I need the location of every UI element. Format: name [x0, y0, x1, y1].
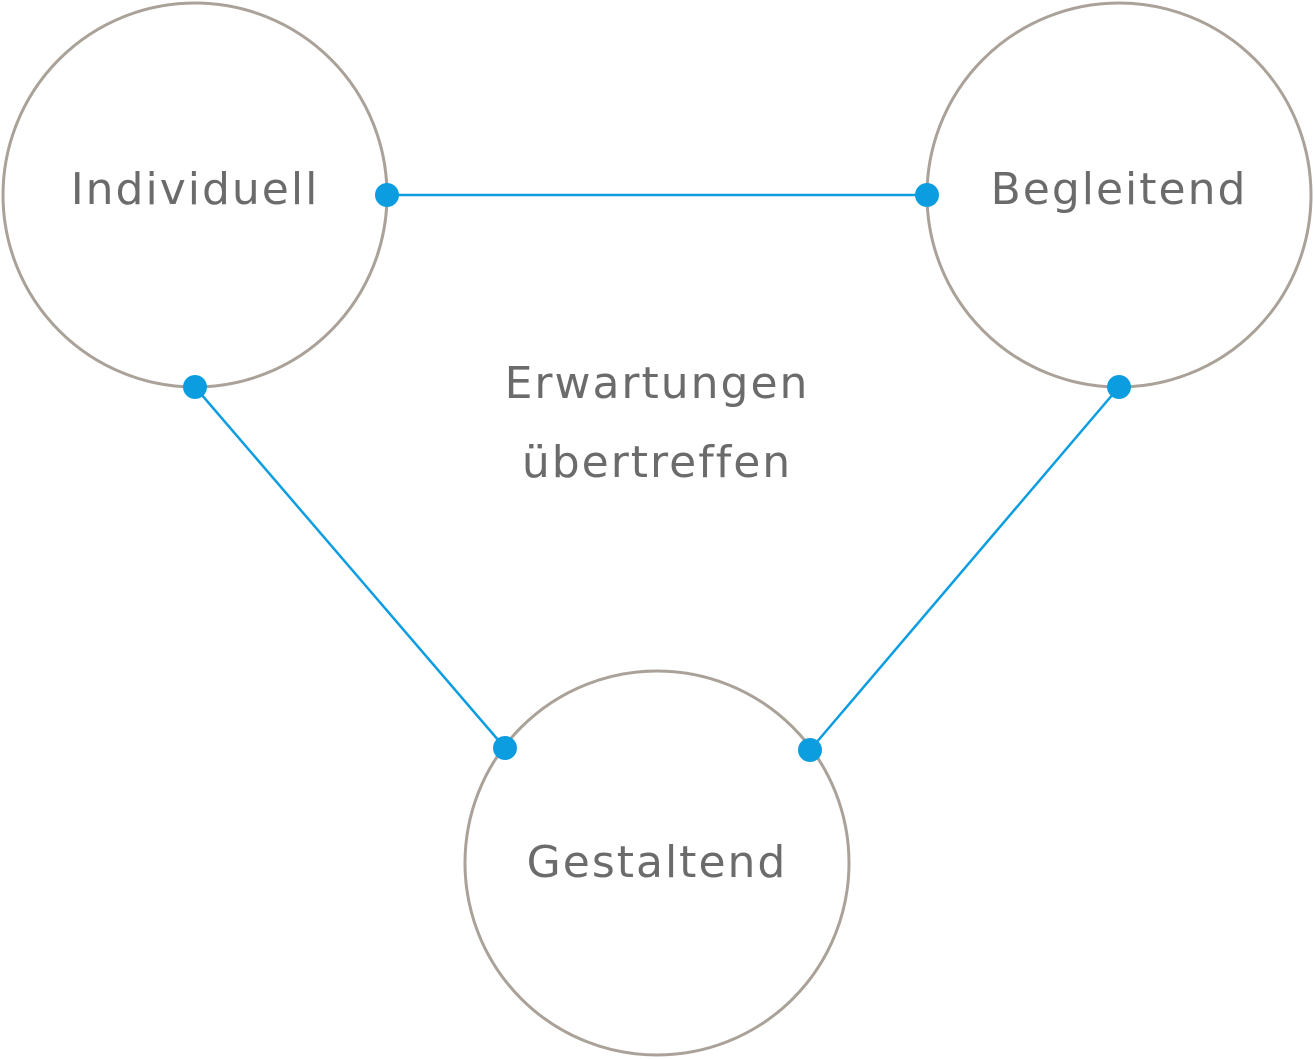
node-label-begleitend: Begleitend [991, 164, 1248, 215]
node-label-gestaltend: Gestaltend [527, 837, 788, 888]
connector-dot [915, 183, 939, 207]
connector-individuell-gestaltend [194, 386, 506, 749]
center-label-line2: übertreffen [522, 437, 792, 488]
connector-dot [375, 183, 399, 207]
node-label-individuell: Individuell [71, 164, 320, 215]
center-label-line1: Erwartungen [505, 358, 810, 409]
node-circle-gestaltend [463, 669, 851, 1057]
connector-begleitend-gestaltend [809, 386, 1120, 751]
connector-dot [183, 375, 207, 399]
connector-dot [493, 736, 517, 760]
connector-dot [1107, 375, 1131, 399]
connector-dot [798, 738, 822, 762]
